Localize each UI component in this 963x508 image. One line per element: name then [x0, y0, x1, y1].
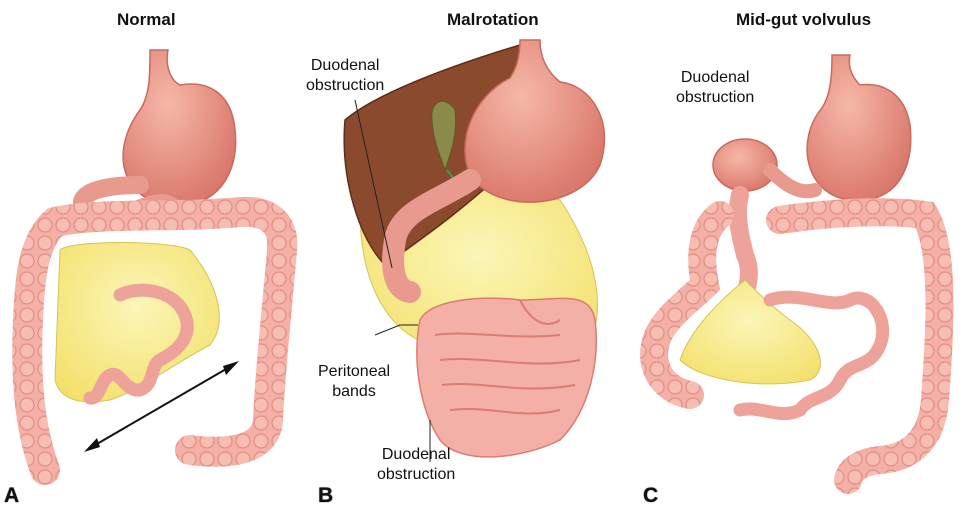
label-line: obstruction	[377, 465, 455, 485]
mesentery-a	[55, 243, 219, 402]
twisted-mesentery-c	[738, 195, 749, 295]
panel-b-title: Malrotation	[447, 10, 539, 30]
panel-c-title: Mid-gut volvulus	[736, 10, 871, 30]
label-c-duodenal-obstruction: Duodenal obstruction	[676, 68, 754, 108]
label-b-duodenal-obstruction-bottom: Duodenal obstruction	[377, 445, 455, 485]
stomach-c	[807, 55, 911, 200]
label-b-peritoneal-bands: Peritoneal bands	[318, 362, 390, 402]
panel-a-letter: A	[4, 484, 19, 508]
panel-c-letter: C	[643, 484, 658, 508]
label-line: Duodenal	[306, 56, 384, 76]
label-line: obstruction	[306, 76, 384, 96]
panel-c-volvulus	[654, 55, 939, 480]
panel-a-title: Normal	[117, 10, 176, 30]
label-line: Duodenal	[377, 445, 455, 465]
small-bowel-b	[417, 298, 596, 457]
label-line: Duodenal	[676, 68, 754, 88]
panel-a-normal	[27, 50, 282, 470]
panel-b-letter: B	[318, 484, 333, 508]
label-line: Peritoneal	[318, 362, 390, 382]
label-line: obstruction	[676, 88, 754, 108]
label-b-duodenal-obstruction-top: Duodenal obstruction	[306, 56, 384, 96]
label-line: bands	[318, 382, 390, 402]
